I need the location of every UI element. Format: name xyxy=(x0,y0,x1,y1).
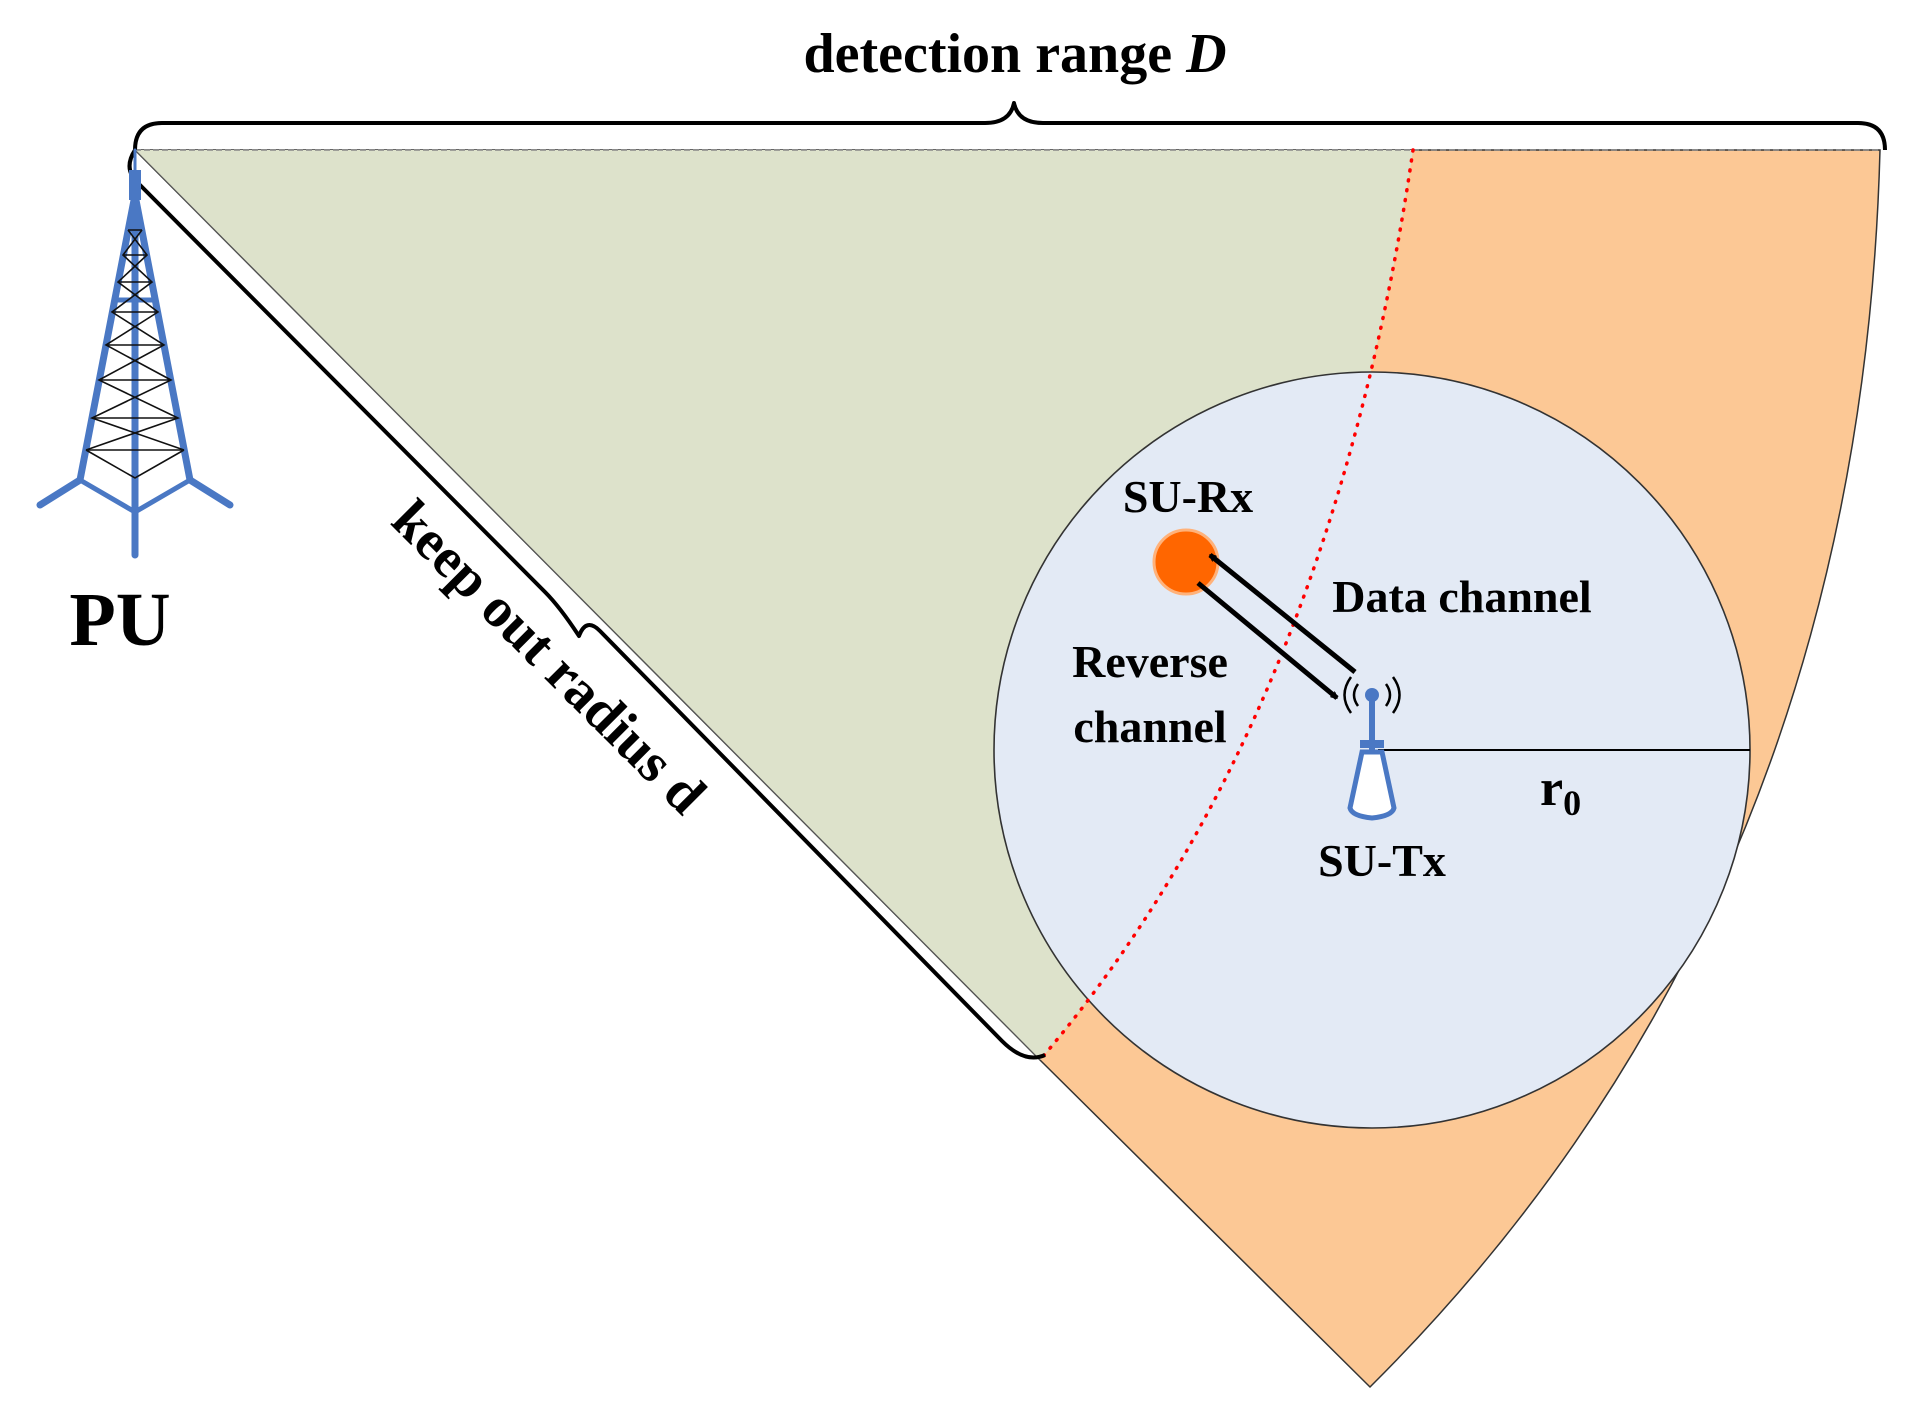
reverse-channel-arrow xyxy=(1196,581,1339,700)
detection-range-label: detection range D xyxy=(803,23,1226,85)
data-channel-arrow xyxy=(1208,553,1357,674)
diagonal-edge-line xyxy=(134,149,1041,1061)
receiver-dot-icon xyxy=(1152,528,1220,596)
data-channel-label: Data channel xyxy=(1332,571,1591,622)
keep-out-boundary xyxy=(1038,148,1415,1062)
su-tx-label: SU-Tx xyxy=(1318,835,1446,886)
tower-lattice xyxy=(85,229,185,479)
radius-label: r0 xyxy=(1540,760,1581,823)
pu-label: PU xyxy=(69,578,170,662)
antenna-icon xyxy=(1343,676,1401,821)
su-rx-label: SU-Rx xyxy=(1123,471,1253,522)
reverse-channel-label-line2: channel xyxy=(1073,701,1226,752)
detection-range-brace xyxy=(133,101,1887,151)
reverse-channel-label-line1: Reverse xyxy=(1072,636,1228,687)
transmission-tower-icon xyxy=(36,148,234,559)
